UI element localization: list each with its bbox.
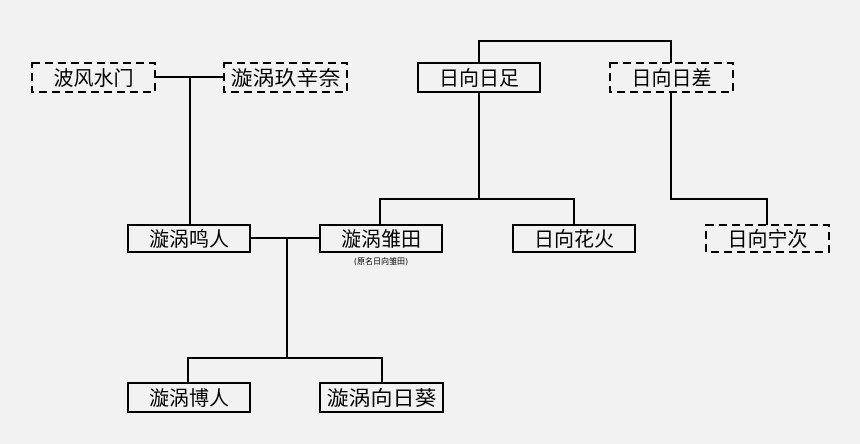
person-box-boruto: 漩涡博人 xyxy=(127,382,251,413)
box-frame xyxy=(127,382,251,413)
person-box-hiashi: 日向日足 xyxy=(417,62,541,93)
person-name-hanabi: 日向花火 xyxy=(534,227,614,251)
person-box-neji: 日向宁次 xyxy=(705,224,830,253)
person-name-minato: 波风水门 xyxy=(54,66,134,90)
connector-lines xyxy=(155,40,768,383)
person-box-himawari: 漩涡向日葵 xyxy=(319,382,444,413)
hinata-maiden-name-note: (原名日向雏田) xyxy=(354,256,408,266)
person-name-hiashi: 日向日足 xyxy=(439,66,519,90)
box-frame xyxy=(417,62,541,93)
person-box-hizashi: 日向日差 xyxy=(609,62,734,93)
box-frame xyxy=(31,62,156,93)
person-box-hanabi: 日向花火 xyxy=(512,224,636,253)
box-frame xyxy=(319,224,443,253)
person-name-himawari: 漩涡向日葵 xyxy=(327,386,437,410)
person-name-boruto: 漩涡博人 xyxy=(149,386,229,410)
person-name-hizashi: 日向日差 xyxy=(632,66,712,90)
box-frame xyxy=(609,62,734,93)
box-frame xyxy=(512,224,636,253)
person-box-naruto: 漩涡鸣人 xyxy=(127,224,251,253)
box-frame xyxy=(319,382,444,413)
box-frame xyxy=(705,224,830,253)
box-frame xyxy=(127,224,251,253)
person-name-naruto: 漩涡鸣人 xyxy=(149,227,229,251)
person-box-hinata: 漩涡雏田 xyxy=(319,224,443,253)
sibling-line-hinata-hanabi xyxy=(379,198,575,225)
person-name-kushina: 漩涡玖辛奈 xyxy=(231,66,341,90)
person-name-hinata: 漩涡雏田 xyxy=(341,227,421,251)
sibling-line-boruto-himawari xyxy=(187,357,383,383)
person-box-minato: 波风水门 xyxy=(31,62,156,93)
person-name-neji: 日向宁次 xyxy=(728,227,808,251)
descent-line-neji xyxy=(670,92,768,225)
sibling-line-hiashi-hizashi xyxy=(478,40,672,63)
box-frame xyxy=(223,62,348,93)
person-box-kushina: 漩涡玖辛奈 xyxy=(223,62,348,93)
